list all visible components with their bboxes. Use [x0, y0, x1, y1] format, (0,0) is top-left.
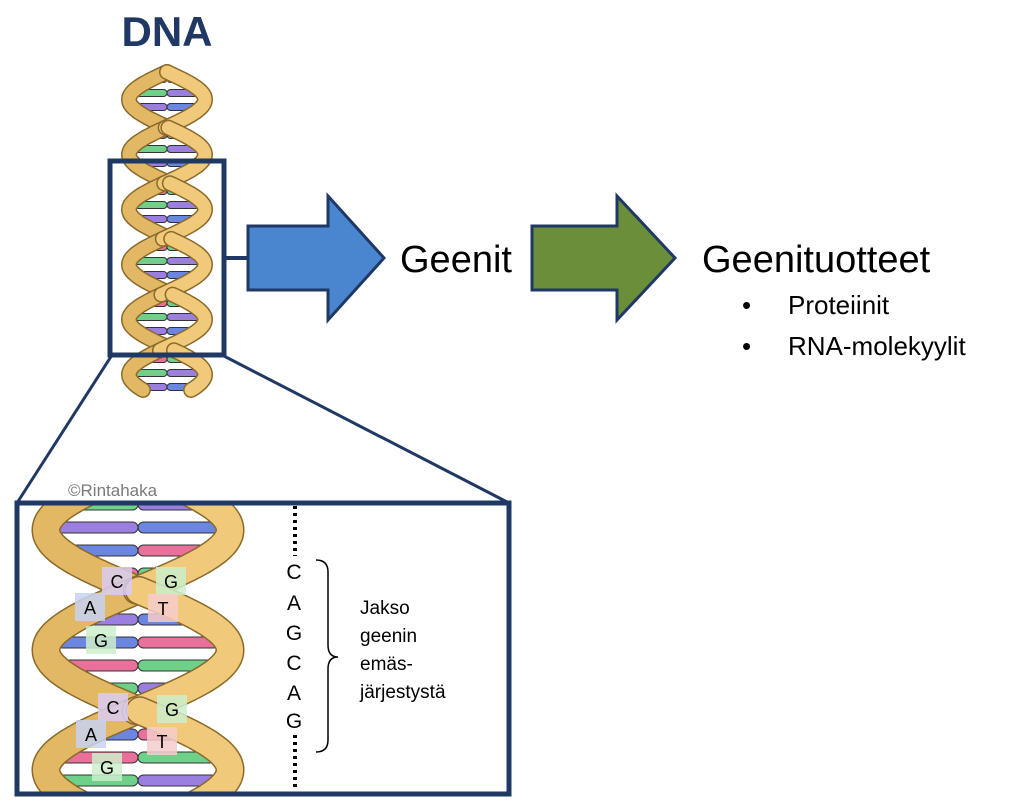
tile-lower-g2: [92, 753, 122, 781]
backbone-strand: [159, 65, 212, 135]
sequence-base-6: G: [286, 710, 302, 733]
tile-upper-g1: [156, 567, 186, 595]
tile-upper-t: [148, 594, 178, 622]
genes-label: Geenit: [400, 239, 512, 281]
base-tiles: C G A T G C G A T G: [75, 567, 187, 781]
sequence-base-1: C: [286, 561, 301, 584]
tile-lower-a: [76, 720, 106, 748]
tile-lower-g1: [157, 695, 187, 723]
tile-upper-a-label: A: [84, 598, 96, 618]
dna-title: DNA: [122, 8, 213, 55]
backbone-strand: [122, 121, 177, 190]
backbone-strand: [33, 503, 152, 604]
backbone-strand: [154, 232, 212, 302]
product-proteins: Proteiinit: [788, 290, 890, 320]
backbone-strand: [122, 288, 181, 357]
zoom-box-frame: [14, 500, 512, 797]
sequence-base-5: A: [287, 682, 301, 705]
tile-lower-t-label: T: [157, 732, 168, 752]
tile-lower-t: [147, 727, 177, 755]
backbone-strand: [122, 232, 180, 302]
tile-upper-a: [75, 593, 105, 621]
backbone-strand: [122, 176, 178, 246]
sequence-base-4: C: [286, 652, 301, 675]
gene-products-title: Geenituotteet: [702, 239, 931, 281]
note-line-2: geenin: [360, 626, 417, 647]
arrow-to-gene-products: [530, 192, 678, 324]
tile-lower-c-label: C: [107, 698, 120, 718]
dna-helix-small: [120, 64, 214, 398]
tile-lower-g1-label: G: [165, 700, 179, 720]
tile-upper-t-label: T: [158, 599, 169, 619]
backbone-strand: [122, 65, 175, 135]
tile-upper-g2-label: G: [94, 631, 108, 651]
note-line-3: emäs-: [360, 654, 413, 675]
tile-upper-c: [102, 567, 132, 595]
backbone-strand: [157, 121, 212, 190]
base-pair-left: [88, 798, 138, 807]
arrow-to-genes: [246, 192, 387, 324]
base-pair-right: [138, 798, 188, 807]
zoom-line-right: [221, 353, 510, 505]
base-pair-left: [54, 521, 139, 534]
bullet-2: •: [742, 331, 751, 361]
bullet-1: •: [742, 290, 751, 320]
tile-lower-c: [98, 693, 128, 721]
note-line-1: Jakso: [360, 598, 410, 619]
tile-upper-c-label: C: [111, 572, 124, 592]
backbone-strand: [123, 577, 244, 724]
sequence-base-2: A: [287, 592, 301, 615]
copyright-text: ©Rintahaka: [68, 481, 158, 500]
tile-upper-g1-label: G: [164, 572, 178, 592]
tile-upper-g2: [86, 626, 116, 654]
product-rna-molecules: RNA-molekyylit: [788, 331, 966, 361]
sequence-bracket: [315, 559, 339, 753]
backbone-strand: [153, 288, 212, 357]
tile-lower-g2-label: G: [100, 758, 114, 778]
note-line-4: järjestystä: [359, 682, 446, 703]
zoom-line-left: [15, 354, 114, 504]
sequence-base-3: G: [286, 622, 302, 645]
base-pair-right: [137, 521, 222, 534]
backbone-strand: [156, 176, 212, 246]
tile-lower-a-label: A: [85, 725, 97, 745]
